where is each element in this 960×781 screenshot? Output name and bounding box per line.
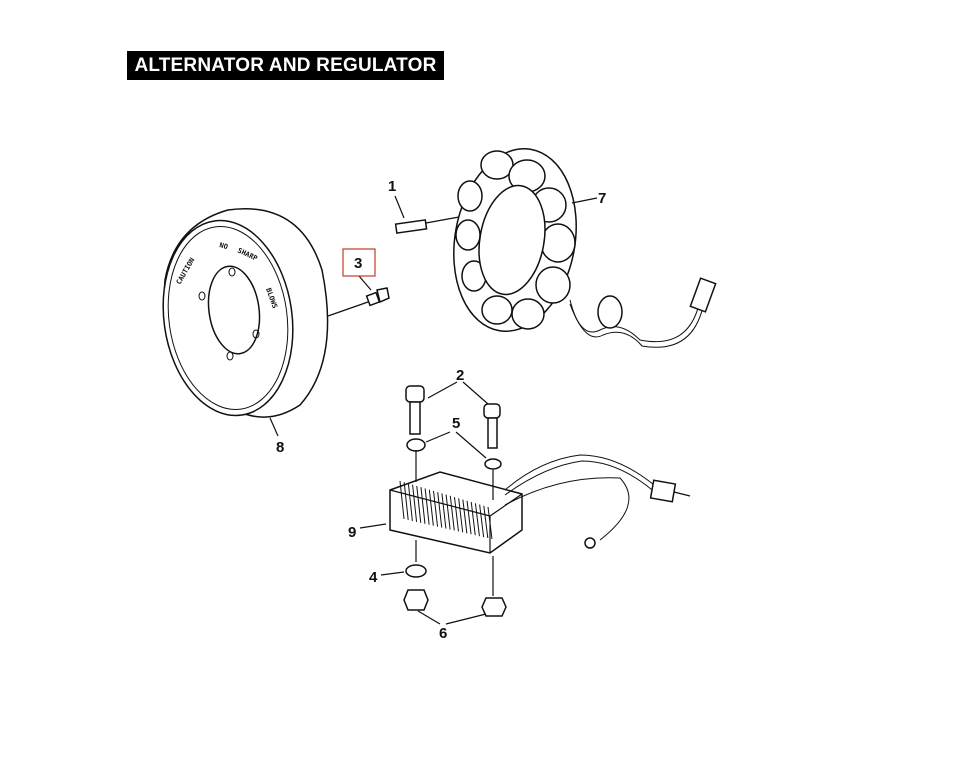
callout-5[interactable]: 5 — [452, 415, 460, 432]
regulator-fin — [479, 504, 485, 538]
washer-5-left[interactable] — [406, 438, 426, 452]
regulator-fin — [441, 493, 447, 529]
regulator-fin — [437, 492, 443, 528]
highlight-box — [342, 248, 376, 277]
washer-5-right[interactable] — [484, 458, 502, 470]
regulator-fin — [445, 494, 451, 530]
rotor[interactable]: CAUTION NO SHARP BLOWS — [151, 208, 329, 424]
callout-2[interactable]: 2 — [456, 367, 464, 384]
regulator-fin — [470, 501, 476, 536]
regulator[interactable] — [389, 454, 691, 554]
regulator-fin — [483, 505, 489, 539]
regulator-fin — [458, 498, 464, 533]
callout-3[interactable]: 3 — [354, 255, 362, 272]
stator[interactable] — [440, 139, 717, 348]
callout-1[interactable]: 1 — [388, 178, 396, 195]
page-title: ALTERNATOR AND REGULATOR — [127, 51, 444, 80]
callout-7[interactable]: 7 — [598, 190, 606, 207]
regulator-fin — [424, 488, 430, 525]
bolt-2-left[interactable] — [405, 385, 425, 435]
regulator-fin — [399, 480, 405, 520]
rotor-marking-no: NO — [218, 241, 228, 251]
nut-6-left[interactable] — [403, 589, 429, 611]
regulator-fin — [420, 487, 426, 524]
lockwasher-4[interactable] — [405, 564, 427, 578]
regulator-fin — [449, 495, 455, 531]
regulator-fin — [412, 484, 418, 522]
regulator-fin — [407, 483, 413, 521]
bolt-2-right[interactable] — [483, 403, 501, 449]
regulator-fin — [474, 503, 480, 537]
regulator-fin — [462, 499, 468, 534]
regulator-fin — [428, 489, 434, 526]
regulator-fin — [453, 497, 459, 532]
callout-9[interactable]: 9 — [348, 524, 356, 541]
regulator-fin — [416, 485, 422, 523]
callout-8[interactable]: 8 — [276, 439, 284, 456]
nut-6-right[interactable] — [481, 597, 507, 617]
screw-3[interactable] — [365, 287, 390, 307]
regulator-fin — [403, 482, 409, 521]
regulator-fin — [466, 500, 472, 535]
callout-4[interactable]: 4 — [369, 569, 378, 586]
callout-6[interactable]: 6 — [439, 625, 447, 642]
regulator-fin — [433, 490, 439, 527]
